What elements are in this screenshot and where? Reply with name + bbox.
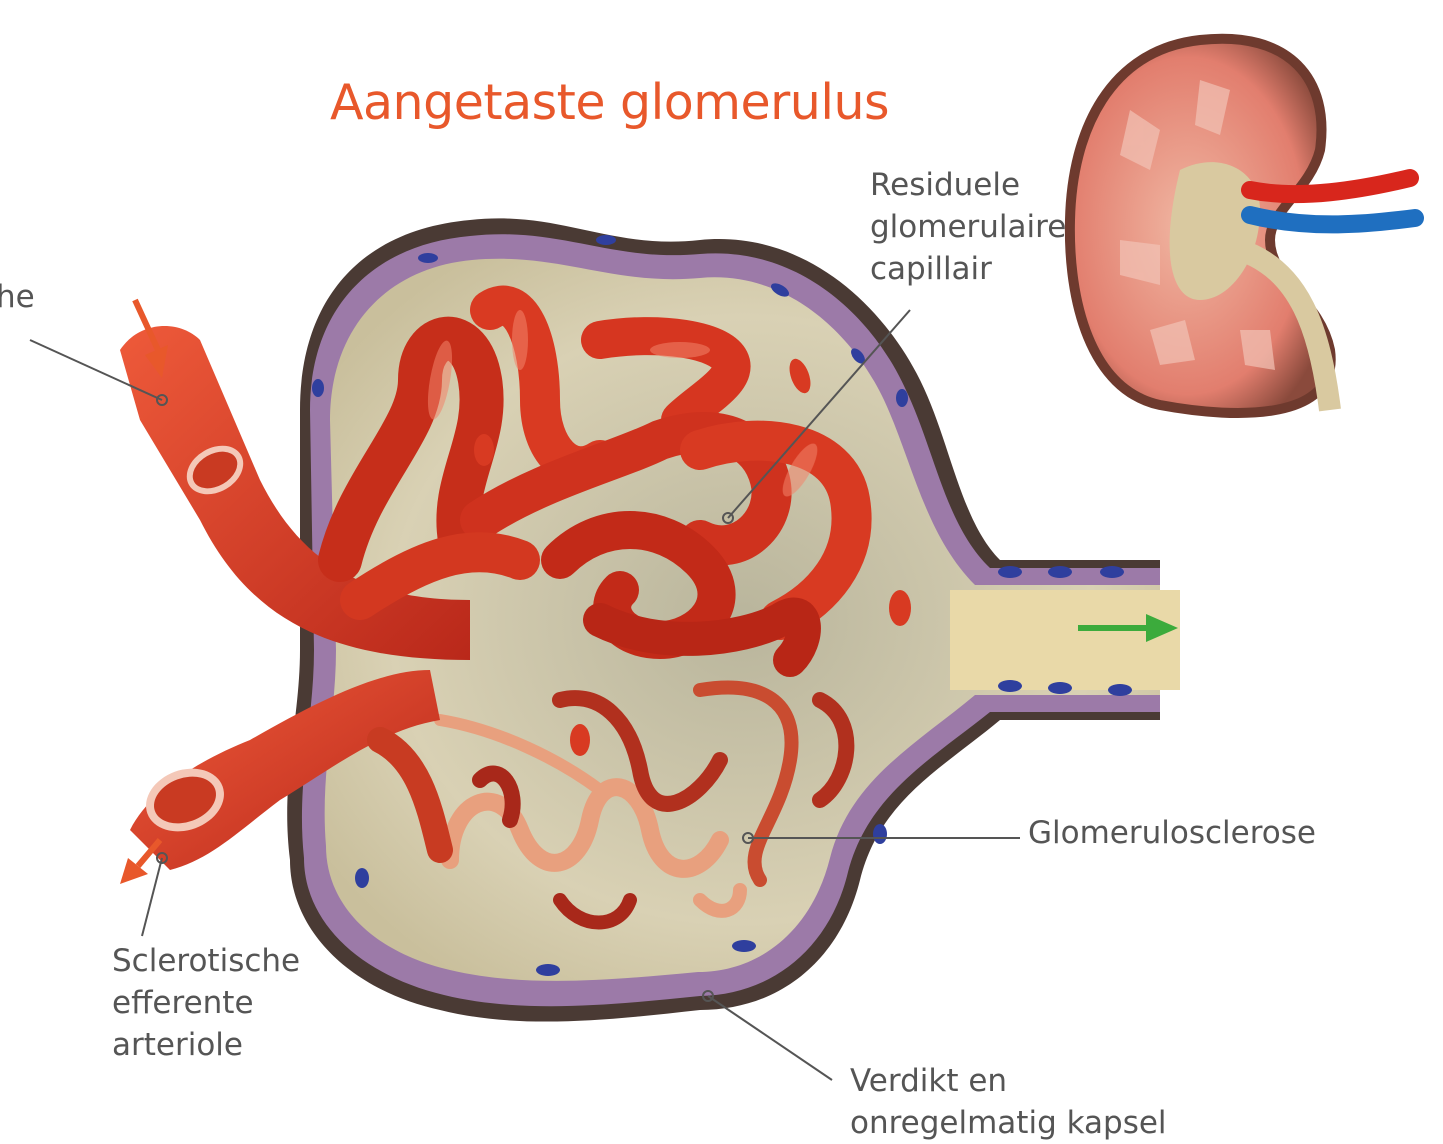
- renal-vein: [1250, 215, 1415, 224]
- label-afferent-arteriole: he: [0, 276, 35, 318]
- label-thickened-capsule: Verdikt en onregelmatig kapsel: [850, 1060, 1167, 1144]
- label-residual-capillary: Residuele glomerulaire capillair: [870, 164, 1066, 290]
- flow-arrow-out: [120, 840, 160, 884]
- kidney-inset: [1070, 39, 1415, 413]
- label-glomerulosclerosis: Glomerulosclerose: [1028, 812, 1316, 854]
- leader-capsule: [708, 996, 832, 1080]
- label-efferent-arteriole: Sclerotische efferente arteriole: [112, 940, 300, 1066]
- tubule-lumen: [950, 590, 1180, 690]
- diagram-title: Aangetaste glomerulus: [330, 74, 889, 131]
- leader-efferent: [142, 858, 162, 936]
